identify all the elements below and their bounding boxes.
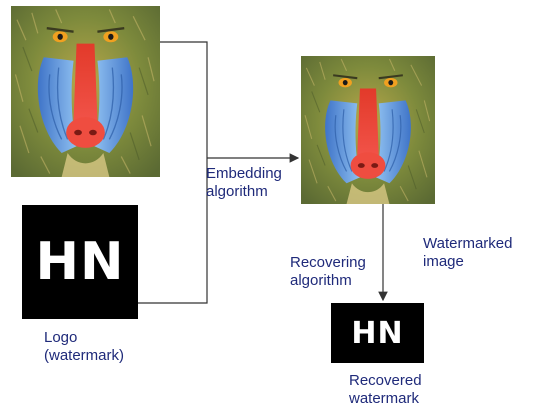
- recovering-algorithm-label: Recovering algorithm: [290, 254, 366, 290]
- logo-watermark-label: Logo (watermark): [44, 329, 124, 365]
- embedding-algorithm-label: Embedding algorithm: [206, 165, 282, 201]
- recovered-watermark-label: Recovered watermark: [349, 372, 422, 408]
- top-connector: [160, 42, 207, 158]
- watermarked-image-label: Watermarked image: [423, 235, 512, 271]
- bottom-connector: [138, 158, 207, 303]
